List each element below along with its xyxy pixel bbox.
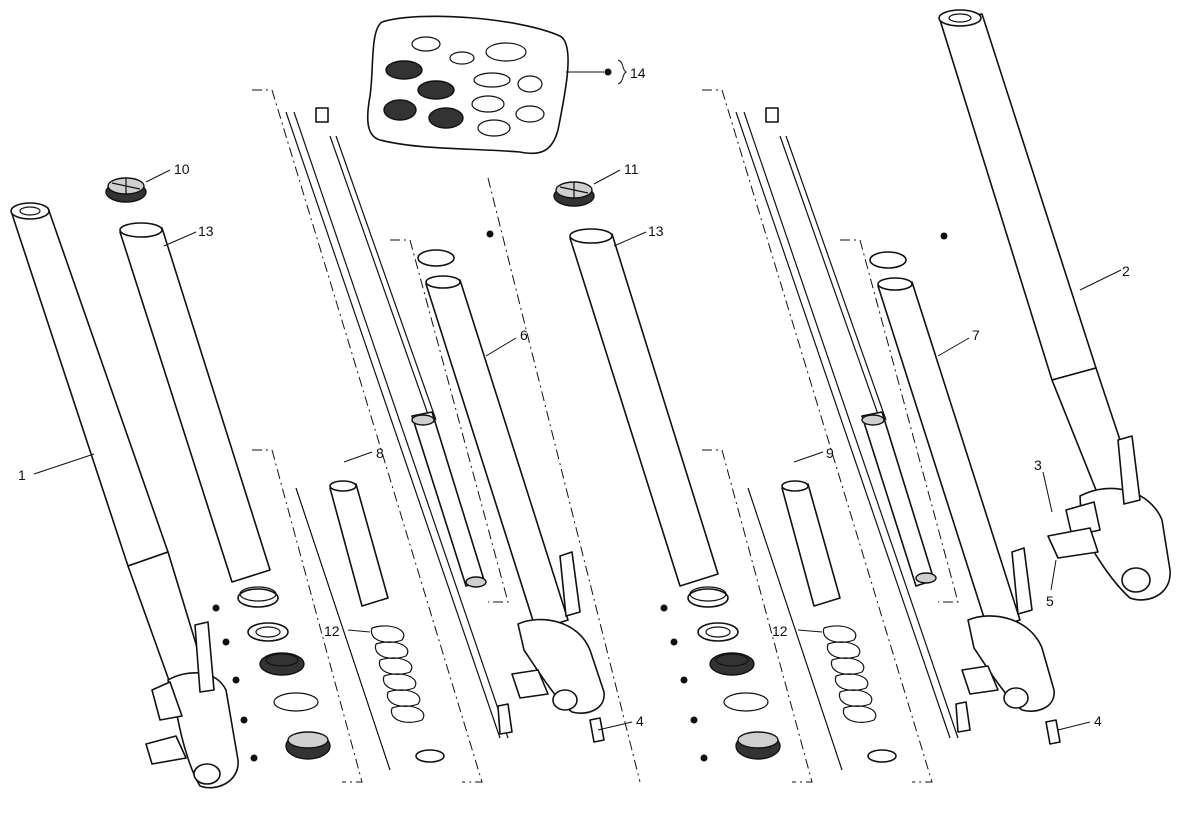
left-inner-tube [119,222,271,583]
callout-12-right: 12 [772,623,788,639]
right-damper-tube [869,251,1061,745]
callout-8: 8 [376,445,384,461]
right-inner-tube [569,228,719,587]
callout-4-left: 4 [636,713,644,729]
callout-14: 14 [630,65,646,81]
callout-13-left: 13 [198,223,214,239]
callout-1: 1 [18,467,26,483]
callout-7: 7 [972,327,980,343]
right-spring [822,625,877,723]
left-spring [370,625,425,723]
left-seal-stack [237,586,331,760]
right-seal-stack [687,586,781,760]
callout-3: 3 [1034,457,1042,473]
callout-5: 5 [1046,593,1054,609]
left-top-cap [105,177,147,203]
left-damper-tube [417,249,605,743]
callout-2: 2 [1122,263,1130,279]
assembly-brackets [252,89,959,783]
kit-marker-dots [212,68,948,762]
right-outer-fork-tube [938,9,1171,601]
seal-kit-bag [366,15,569,155]
callout-4-right: 4 [1094,713,1102,729]
right-top-cap [553,181,595,207]
callout-12-left: 12 [324,623,340,639]
left-spring-group [295,480,445,771]
right-spring-group [747,480,897,771]
callout-13-right: 13 [648,223,664,239]
right-cartridge-assembly [735,107,971,739]
callout-11: 11 [624,161,639,177]
leader-lines [33,59,1122,731]
callout-9: 9 [826,445,834,461]
left-cartridge-assembly [285,107,513,739]
left-outer-fork-tube [10,202,239,789]
callout-10: 10 [174,161,190,177]
callout-labels: 1 2 3 4 4 5 6 7 8 9 10 11 12 12 13 13 14 [18,65,1130,729]
callout-6: 6 [520,327,528,343]
